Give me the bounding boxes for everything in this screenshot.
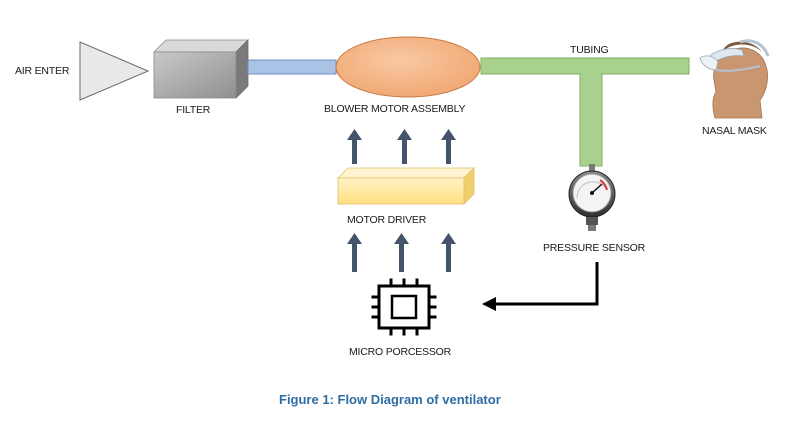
blower-motor-ellipse <box>335 36 481 98</box>
processor-to-driver-arrows <box>347 233 456 272</box>
nasal-mask-person-icon <box>699 39 770 119</box>
filter-box <box>153 39 249 99</box>
microchip-icon <box>371 278 437 336</box>
tubing-pipes <box>480 57 690 167</box>
air-enter-funnel <box>79 41 150 101</box>
sensor-to-processor-feedback-arrow <box>482 262 599 311</box>
nasal-mask-label: NASAL MASK <box>702 125 767 137</box>
pressure-gauge-icon <box>568 164 616 231</box>
micro-processor-label: MICRO PORCESSOR <box>349 346 452 358</box>
figure-caption: Figure 1: Flow Diagram of ventilator <box>279 392 501 407</box>
driver-to-blower-arrows <box>347 129 456 164</box>
air-enter-label: AIR ENTER <box>15 65 70 77</box>
motor-driver-box <box>337 167 475 205</box>
tubing-label: TUBING <box>570 44 609 56</box>
blower-motor-label: BLOWER MOTOR ASSEMBLY <box>324 103 465 115</box>
filter-label: FILTER <box>176 104 211 116</box>
pressure-sensor-label: PRESSURE SENSOR <box>543 242 646 254</box>
motor-driver-label: MOTOR DRIVER <box>347 214 427 226</box>
filter-to-blower-pipe <box>247 59 337 75</box>
